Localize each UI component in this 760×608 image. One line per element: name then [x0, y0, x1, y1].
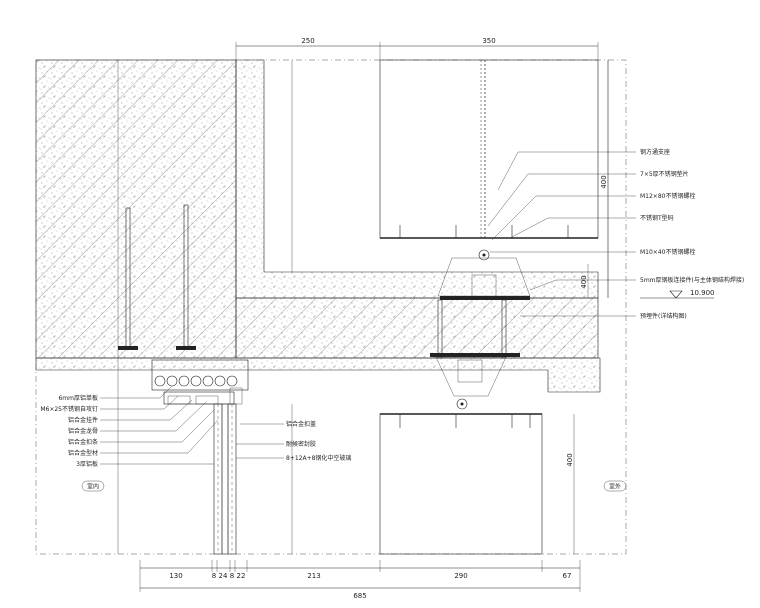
frame-outline: [35, 59, 627, 555]
callout-center-1: 耐候密封胶: [286, 440, 316, 448]
glass-panel: [213, 403, 237, 555]
callout-left-4: 铝合金扣条: [68, 438, 98, 446]
callout-left-2: 铝合金挂件: [68, 416, 98, 424]
embedded-anchors: [118, 204, 196, 350]
steel-connector-upper: [430, 249, 531, 359]
dim-bottom-3: 8: [230, 572, 234, 580]
dim-bottom-5: 213: [307, 572, 320, 580]
callout-left-5: 铝合金型材: [68, 449, 98, 457]
dim-right-vertical: 400: [600, 175, 608, 188]
dim-bottom-6: 290: [454, 572, 467, 580]
callout-right-1: 7×5厚不锈钢垫片: [640, 170, 689, 178]
callout-right-4: M10×40不锈钢螺栓: [640, 248, 695, 256]
reference-lines: [117, 60, 293, 554]
callout-right-3: 不锈钢T型码: [640, 214, 674, 222]
top-dimension: 250 350: [235, 37, 599, 60]
concrete-structure: [35, 59, 599, 359]
callout-right-6: 预埋件(详结构图): [640, 312, 687, 320]
screed-layer: [35, 59, 601, 393]
callout-left-3: 铝合金龙骨: [68, 427, 98, 435]
callout-left-1: M6×25不锈钢自攻钉: [40, 405, 98, 413]
callout-left-6: 3厚铝板: [76, 460, 98, 468]
fasteners: [399, 225, 569, 428]
curtain-wall-profiles: [151, 359, 249, 405]
steel-connector-lower: [435, 356, 507, 410]
callout-right-2: M12×80不锈钢螺栓: [640, 192, 695, 200]
callout-center-2: 8+12A+8钢化中空玻璃: [286, 454, 351, 462]
right-vertical-dimension: 400 400 400: [566, 60, 609, 554]
lower-beam: [379, 413, 543, 555]
callout-right-0: 钢方通支座: [640, 148, 670, 156]
dim-bottom-7: 67: [563, 572, 572, 580]
dim-top-1: 350: [482, 37, 495, 45]
upper-beam: [379, 59, 599, 239]
callout-right-5: 5mm厚钢板连接件(与主体钢结构焊接): [640, 276, 744, 284]
tag-indoor: 室内: [87, 483, 99, 491]
tag-outdoor: 室外: [609, 483, 621, 491]
elevation-label: 10.900: [690, 289, 715, 297]
callout-left-0: 6mm厚铝单板: [58, 394, 98, 402]
dim-center-upper: 400: [580, 275, 588, 288]
callout-center-0: 铝合金扣盖: [286, 420, 316, 428]
dim-top-0: 250: [301, 37, 314, 45]
elevation-mark: 10.900: [640, 289, 715, 299]
bottom-dimension: 130 8 24 8 22 213 290 67 685: [139, 560, 581, 600]
dim-bottom-2: 24: [219, 572, 228, 580]
callouts-center: 铝合金扣盖 耐候密封胶 8+12A+8钢化中空玻璃: [236, 420, 351, 462]
callouts-right: 钢方通支座 7×5厚不锈钢垫片 M12×80不锈钢螺栓 不锈钢T型码 M10×4…: [487, 148, 744, 320]
callouts-left: 6mm厚铝单板 M6×25不锈钢自攻钉 铝合金挂件 铝合金龙骨 铝合金扣条 铝合…: [40, 385, 219, 468]
dim-bottom-4: 22: [237, 572, 246, 580]
room-tags: 室内 室外: [81, 480, 627, 492]
dim-center-lower: 400: [566, 453, 574, 466]
dim-bottom-1: 8: [212, 572, 216, 580]
dim-bottom-0: 130: [169, 572, 182, 580]
dim-bottom-total: 685: [353, 592, 366, 600]
